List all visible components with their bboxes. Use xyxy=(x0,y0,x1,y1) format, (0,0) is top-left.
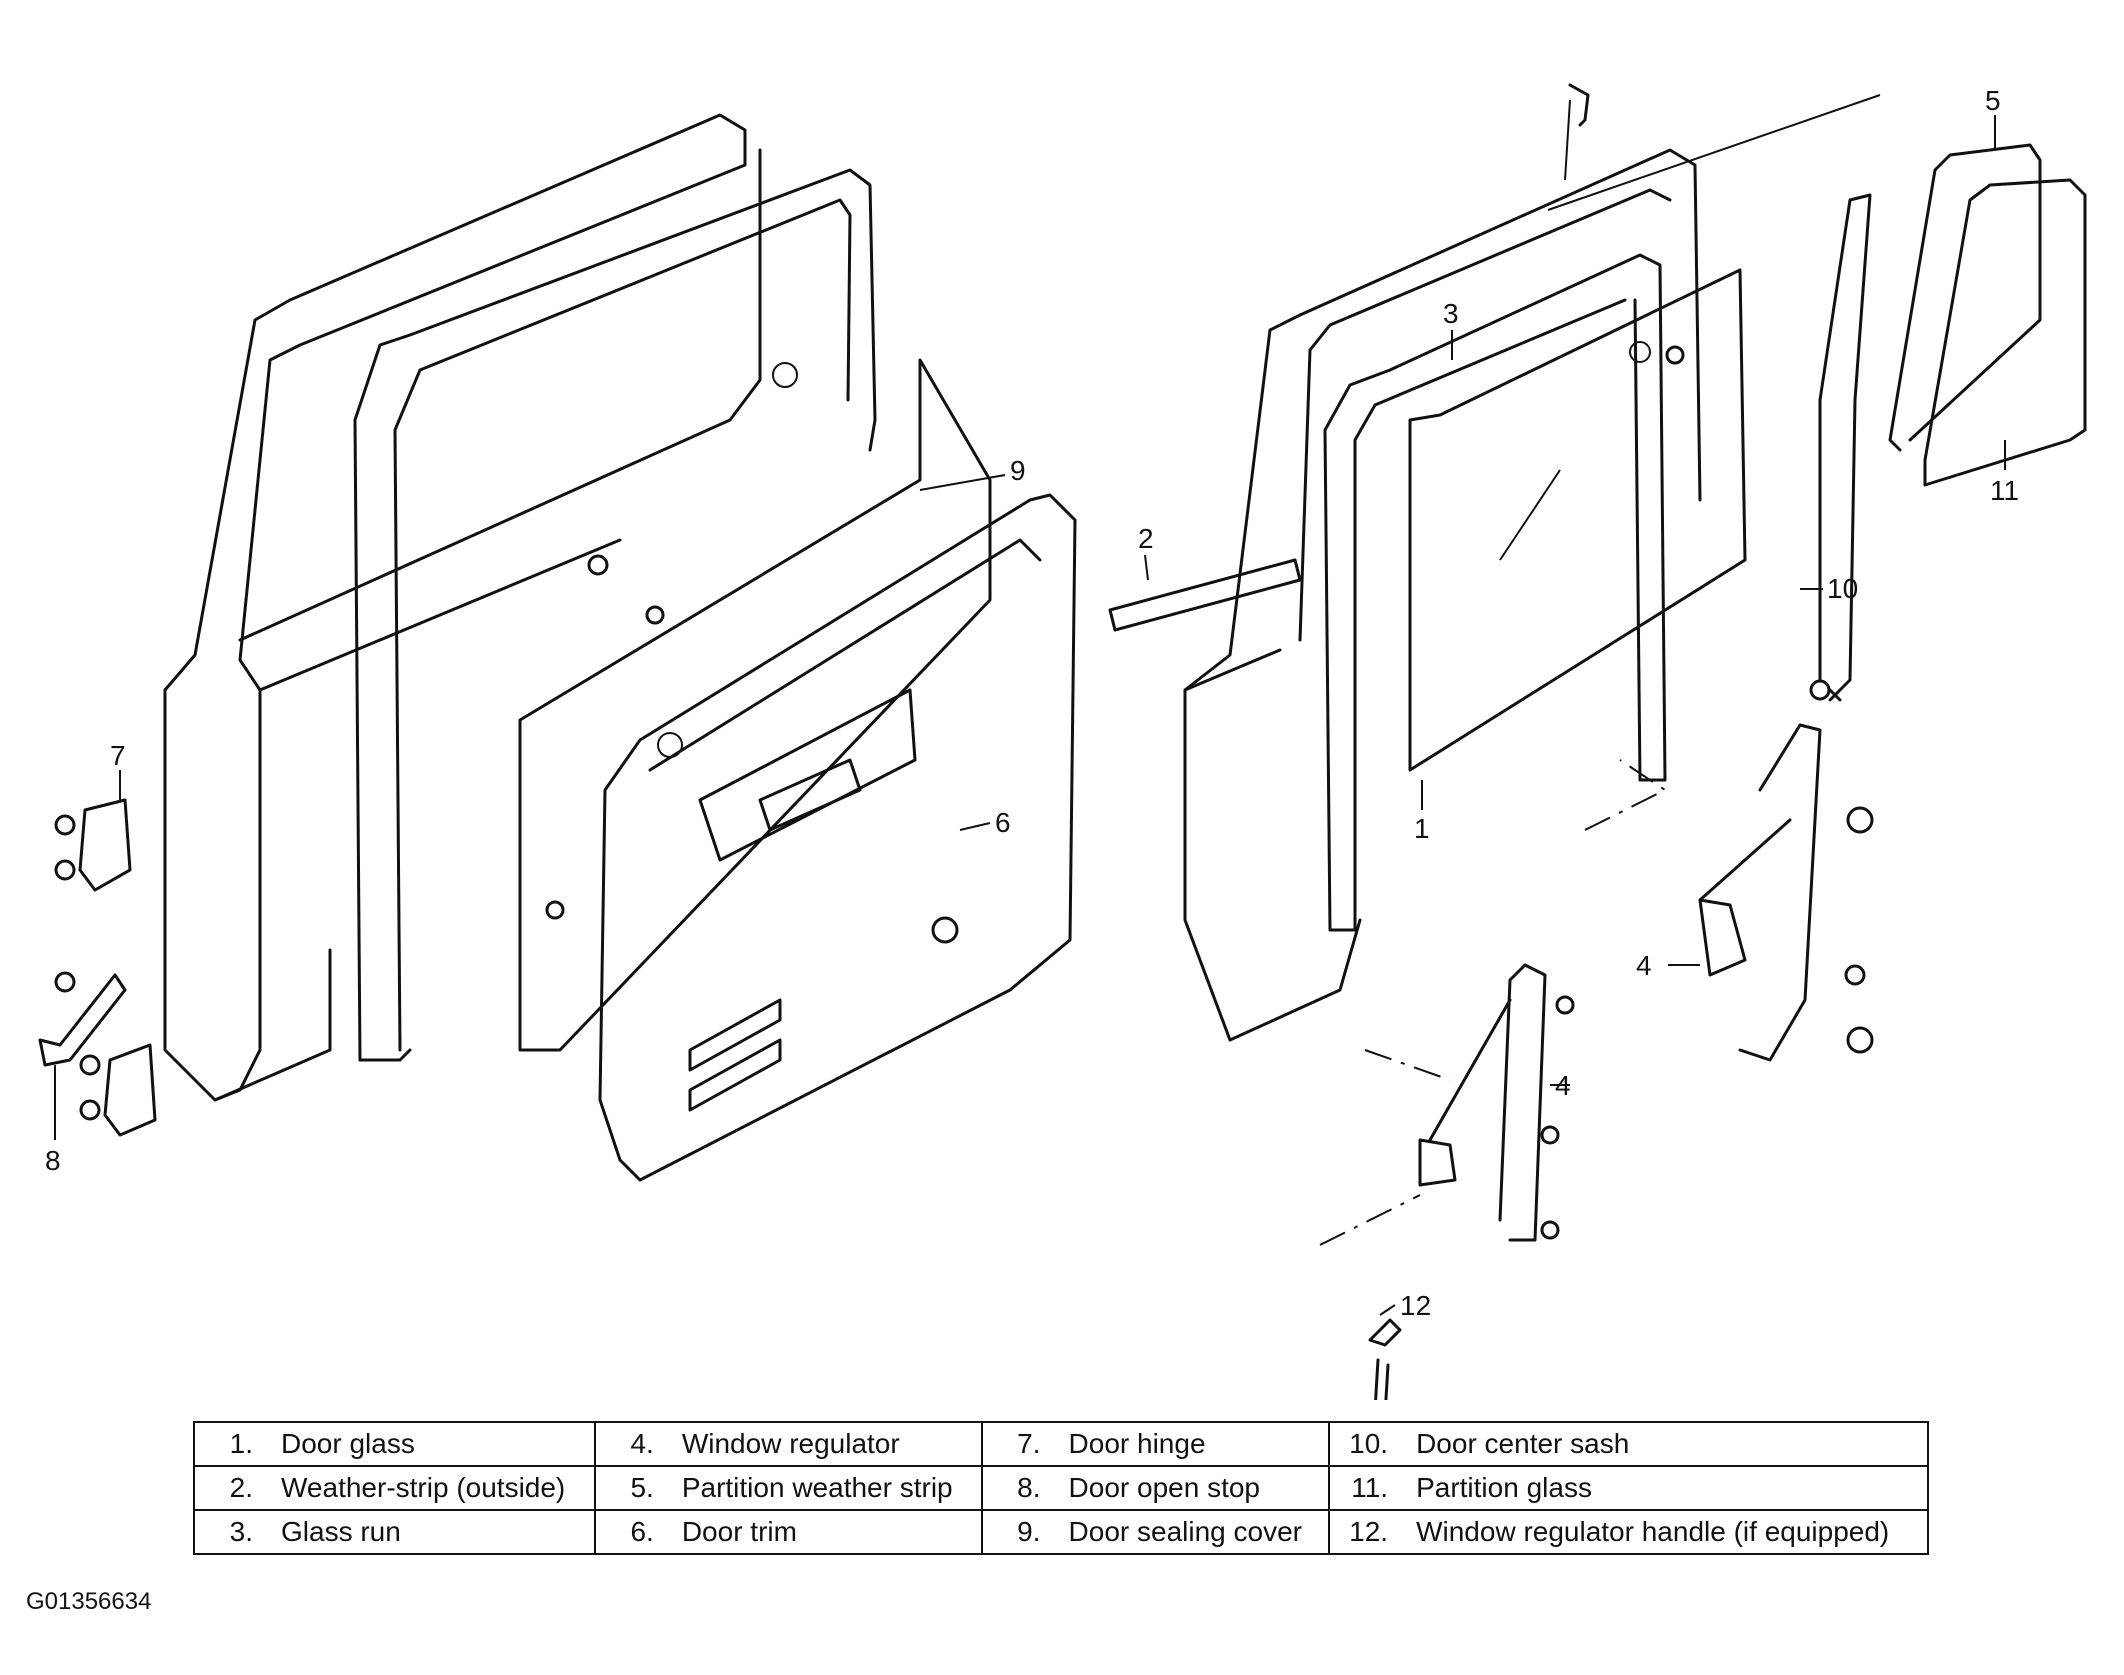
callout-6: 6 xyxy=(995,807,1011,838)
callout-10: 10 xyxy=(1827,573,1858,604)
legend-cell: 5.Partition weather strip xyxy=(593,1465,983,1511)
figure-id: G01356634 xyxy=(26,1588,152,1615)
leader-lines xyxy=(54,94,2006,1316)
legend-row: 3.Glass run 6.Door trim 9.Door sealing c… xyxy=(193,1509,1929,1555)
legend-row: 2.Weather-strip (outside) 5.Partition we… xyxy=(193,1465,1929,1511)
partition-weather-strip[interactable] xyxy=(1888,143,2042,452)
door-open-stop[interactable] xyxy=(38,971,127,1067)
legend-cell: 8.Door open stop xyxy=(980,1465,1331,1511)
door-glass[interactable] xyxy=(1408,268,1747,772)
window-regulator-handle[interactable] xyxy=(1368,1318,1402,1400)
legend-cell: 11.Partition glass xyxy=(1328,1465,1929,1511)
callout-7: 7 xyxy=(110,740,126,771)
legend-cell: 6.Door trim xyxy=(593,1509,983,1555)
window-regulator-lower[interactable] xyxy=(1418,963,1575,1242)
weather-strip-outside[interactable] xyxy=(1108,558,1302,632)
callout-2: 2 xyxy=(1138,523,1154,554)
door-panel-left xyxy=(163,113,798,1102)
legend-row: 1.Door glass 4.Window regulator 7.Door h… xyxy=(193,1421,1929,1467)
window-regulator-upper[interactable] xyxy=(1698,679,1874,1062)
door-sealing-cover[interactable] xyxy=(518,358,992,1052)
door-center-sash[interactable] xyxy=(1818,193,1872,702)
legend-cell: 4.Window regulator xyxy=(593,1421,983,1467)
callout-4-upper: 4 xyxy=(1636,950,1652,981)
glass-run-right[interactable] xyxy=(1323,253,1667,932)
callout-3: 3 xyxy=(1443,298,1459,329)
alignment-lines xyxy=(1319,759,1667,1246)
legend-cell: 7.Door hinge xyxy=(980,1421,1331,1467)
callout-5: 5 xyxy=(1985,85,2001,116)
callout-9: 9 xyxy=(1010,455,1026,486)
legend-cell: 9.Door sealing cover xyxy=(980,1509,1331,1555)
legend-cell: 3.Glass run xyxy=(193,1509,596,1555)
partition-glass[interactable] xyxy=(1923,178,2087,487)
legend-cell: 10.Door center sash xyxy=(1328,1421,1929,1467)
callout-4-lower: 4 xyxy=(1555,1070,1571,1101)
door-trim[interactable] xyxy=(598,493,1077,1182)
legend-cell: 1.Door glass xyxy=(193,1421,596,1467)
door-panel-right xyxy=(1183,148,1702,1042)
exploded-door-diagram: 9 7 6 8 2 3 1 5 11 10 4 4 12 xyxy=(38,83,2087,1400)
parts-legend-table: 1.Door glass 4.Window regulator 7.Door h… xyxy=(193,1421,1929,1555)
door-hinge[interactable] xyxy=(54,798,157,1137)
callout-11: 11 xyxy=(1990,475,2019,506)
legend-cell: 2.Weather-strip (outside) xyxy=(193,1465,596,1511)
callout-1: 1 xyxy=(1414,813,1430,844)
fasteners xyxy=(545,83,1685,944)
callout-12: 12 xyxy=(1400,1290,1431,1321)
glass-run-left xyxy=(353,168,877,1062)
legend-cell: 12.Window regulator handle (if equipped) xyxy=(1328,1509,1929,1555)
callout-8: 8 xyxy=(45,1145,61,1176)
